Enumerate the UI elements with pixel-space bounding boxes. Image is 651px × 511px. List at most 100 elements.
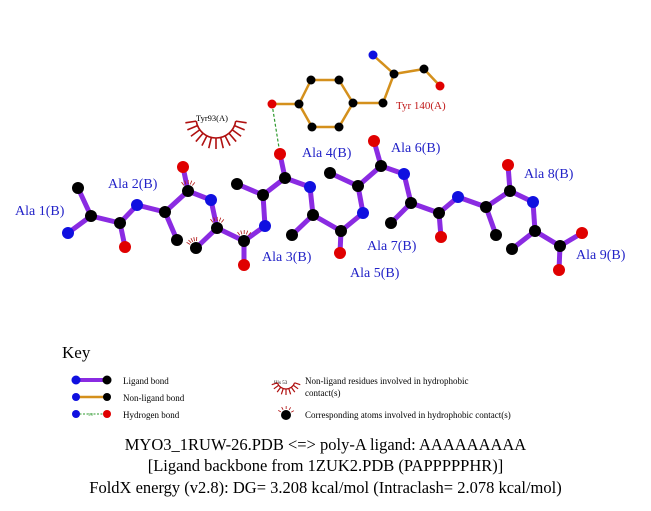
svg-text:Hydrogen bond: Hydrogen bond	[123, 410, 180, 420]
residue-label-tyr140: Tyr 140(A)	[396, 100, 446, 112]
carbon-atom	[307, 122, 317, 132]
carbon-atom	[405, 197, 417, 209]
residue-label-ala6: Ala 6(B)	[391, 141, 441, 156]
nonligand-bond	[381, 73, 396, 104]
hydrophobic-atom-mark	[237, 229, 252, 236]
carbon-atom	[286, 229, 298, 241]
carbon-atom	[211, 222, 223, 234]
carbon-atom	[238, 235, 250, 247]
caption-line2: [Ligand backbone from 1ZUK2.PDB (PAPPPPP…	[147, 456, 504, 475]
carbon-atom	[171, 234, 183, 246]
carbon-atom	[182, 185, 194, 197]
oxygen-atom	[238, 259, 250, 271]
carbon-atom	[385, 217, 397, 229]
key-hydrogen-bond: 3.0 Hydrogen bond	[72, 410, 180, 420]
key-hydrophobic-atom: Corresponding atoms involved in hydropho…	[278, 405, 511, 420]
residue-label-ala3: Ala 3(B)	[262, 250, 312, 265]
residue-label-ala7: Ala 7(B)	[367, 239, 417, 254]
oxygen-atom	[435, 81, 445, 91]
caption-line3: FoldX energy (v2.8): DG= 3.208 kcal/mol …	[89, 478, 562, 497]
carbon-atom	[375, 160, 387, 172]
carbon-atom	[307, 209, 319, 221]
nitrogen-atom	[357, 207, 369, 219]
residue-label-ala1: Ala 1(B)	[15, 204, 65, 219]
carbon-atom	[348, 98, 358, 108]
hydrophobic-atom-mark	[210, 216, 225, 223]
svg-text:Ligand bond: Ligand bond	[123, 376, 169, 386]
oxygen-atom	[119, 241, 131, 253]
carbon-atom	[324, 167, 336, 179]
carbon-atom	[554, 240, 566, 252]
residue-label-ala8: Ala 8(B)	[524, 167, 574, 182]
nitrogen-atom	[304, 181, 316, 193]
key-nonligand-bond: Non-ligand bond	[72, 393, 185, 403]
caption-line1: MYO3_1RUW-26.PDB <=> poly-A ligand: AAAA…	[124, 435, 527, 454]
residue-label-ala2: Ala 2(B)	[108, 177, 158, 192]
nitrogen-atom	[259, 220, 271, 232]
key-title: Key	[62, 343, 91, 362]
oxygen-atom	[553, 264, 565, 276]
svg-text:His 53: His 53	[274, 381, 288, 386]
residue-label-ala9: Ala 9(B)	[576, 248, 626, 263]
residue-label-ala4: Ala 4(B)	[302, 146, 352, 161]
carbon-atom	[480, 201, 492, 213]
oxygen-atom	[177, 161, 189, 173]
carbon-atom	[334, 122, 344, 132]
svg-text:Corresponding atoms involved i: Corresponding atoms involved in hydropho…	[305, 410, 511, 420]
carbon-atom	[504, 185, 516, 197]
nitrogen-atom	[527, 196, 539, 208]
carbon-atom	[231, 178, 243, 190]
key-hydrophobic-residue: His 53 Non-ligand residues involved in h…	[271, 376, 468, 398]
svg-text:Non-ligand residues involved i: Non-ligand residues involved in hydropho…	[305, 376, 468, 386]
carbon-atom	[433, 207, 445, 219]
key-ligand-bond: Ligand bond	[71, 375, 169, 386]
carbon-atom	[72, 182, 84, 194]
carbon-atom	[389, 69, 399, 79]
carbon-atom-icon	[281, 410, 291, 420]
carbon-atom	[306, 75, 316, 85]
carbon-atom	[490, 229, 502, 241]
carbon-atom	[114, 217, 126, 229]
hydrophobic-atom-mark-icon	[278, 405, 295, 413]
residue-label-ala5: Ala 5(B)	[350, 266, 400, 281]
oxygen-atom	[502, 159, 514, 171]
carbon-atom	[190, 242, 202, 254]
oxygen-atom	[576, 227, 588, 239]
hydrogen-bond	[271, 103, 281, 155]
nitrogen-atom	[205, 194, 217, 206]
carbon-atom	[334, 75, 344, 85]
carbon-atom	[159, 206, 171, 218]
oxygen-atom	[368, 135, 380, 147]
svg-text:contact(s): contact(s)	[305, 388, 340, 398]
nonligand-bond	[393, 67, 425, 76]
hydrophobic-atom-mark	[181, 179, 196, 186]
nonligand-bond	[372, 54, 395, 75]
nitrogen-atom	[452, 191, 464, 203]
hydrophobic-contacts	[181, 120, 252, 245]
carbon-atom	[257, 189, 269, 201]
oxygen-atom	[267, 99, 277, 109]
his53-hydrophobic-arc-icon	[271, 382, 301, 395]
oxygen-atom	[334, 247, 346, 259]
nitrogen-atom	[398, 168, 410, 180]
residue-label-tyr93: Tyr93(A)	[196, 113, 228, 123]
carbon-atom	[294, 99, 304, 109]
carbon-atom	[378, 98, 388, 108]
oxygen-atom	[274, 148, 286, 160]
carbon-atom	[506, 243, 518, 255]
svg-text:Non-ligand bond: Non-ligand bond	[123, 393, 185, 403]
nonligand-bond	[337, 102, 355, 128]
nitrogen-atom	[62, 227, 74, 239]
svg-text:3.0: 3.0	[88, 412, 93, 417]
carbon-atom	[279, 172, 291, 184]
oxygen-atom	[435, 231, 447, 243]
hydrophobic-atom-mark	[186, 236, 198, 245]
carbon-atom	[419, 64, 429, 74]
tyr93-hydrophobic-arc	[185, 120, 247, 149]
carbon-atom	[352, 180, 364, 192]
carbon-atom	[529, 225, 541, 237]
nitrogen-atom	[368, 50, 378, 60]
atoms	[62, 50, 588, 276]
carbon-atom	[335, 225, 347, 237]
